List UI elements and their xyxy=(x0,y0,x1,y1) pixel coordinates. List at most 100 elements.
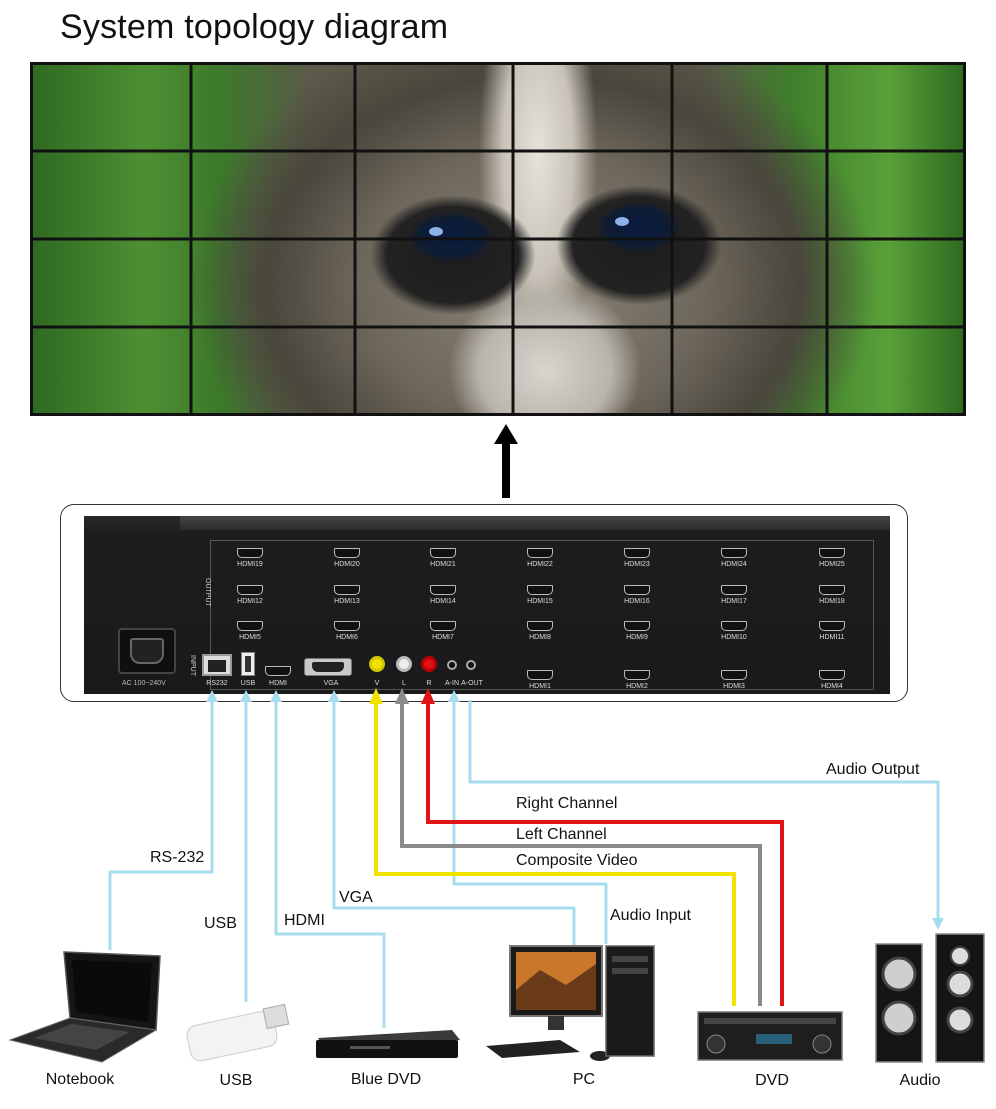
hdmi-port xyxy=(527,670,553,680)
hdmi-port xyxy=(624,670,650,680)
hdmi-port xyxy=(334,621,360,631)
left-audio-jack xyxy=(396,656,412,672)
power-inlet xyxy=(130,638,164,664)
port-label: HDMI22 xyxy=(527,561,553,568)
eye-highlight xyxy=(615,217,629,226)
vga-arrowhead xyxy=(328,690,340,702)
hdmi-port xyxy=(819,621,845,631)
vga-cable xyxy=(332,698,576,946)
audio-in-jack xyxy=(447,660,457,670)
hdmi-port xyxy=(624,621,650,631)
composite-video-arrowhead xyxy=(369,688,383,704)
device-label-notebook: Notebook xyxy=(45,1071,115,1088)
device-label-dvd: DVD xyxy=(755,1072,789,1089)
output-panel xyxy=(210,540,874,690)
port-label: HDMI21 xyxy=(430,561,456,568)
hdmi-arrowhead xyxy=(270,690,282,702)
rs232-cable xyxy=(108,698,214,950)
left-channel-cable-label: Left Channel xyxy=(516,826,607,843)
hdmi-cable-label: HDMI xyxy=(284,912,325,929)
hdmi-port xyxy=(334,585,360,595)
hdmi-port xyxy=(819,548,845,558)
port-label: HDMI6 xyxy=(336,634,358,641)
vga-port xyxy=(304,658,352,676)
bluray-player-icon xyxy=(316,1030,460,1058)
audio-input-cable xyxy=(452,698,608,944)
port-label: L xyxy=(402,680,406,687)
audio-output-cable-label: Audio Output xyxy=(826,761,920,778)
hdmi-port xyxy=(334,548,360,558)
device-label-pc: PC xyxy=(572,1071,596,1088)
port-label: HDMI1 xyxy=(529,683,551,690)
port-label: R xyxy=(426,680,432,687)
audio-input-cable-label: Audio Input xyxy=(610,907,691,924)
port-label: A-IN xyxy=(445,680,459,687)
chassis-top-edge xyxy=(180,516,890,530)
hdmi-port xyxy=(819,670,845,680)
left-channel-arrowhead xyxy=(395,688,409,704)
port-label: HDMI17 xyxy=(721,598,747,605)
port-label: HDMI15 xyxy=(527,598,553,605)
port-label: HDMI xyxy=(269,680,287,687)
port-label: HDMI18 xyxy=(819,598,845,605)
port-label: HDMI8 xyxy=(529,634,551,641)
eye-highlight xyxy=(429,227,443,236)
port-label: HDMI2 xyxy=(626,683,648,690)
hdmi-port xyxy=(237,621,263,631)
hdmi-port xyxy=(624,548,650,558)
hdmi-port xyxy=(237,548,263,558)
port-label: HDMI11 xyxy=(819,634,845,641)
port-label: HDMI13 xyxy=(334,598,360,605)
port-label: HDMI20 xyxy=(334,561,360,568)
port-label: HDMI24 xyxy=(721,561,747,568)
port-label: HDMI16 xyxy=(624,598,650,605)
hdmi-port xyxy=(721,621,747,631)
hdmi-port xyxy=(624,585,650,595)
vga-cable-label: VGA xyxy=(339,889,373,906)
audio-input-arrowhead xyxy=(448,690,460,702)
audio-output-arrowhead xyxy=(932,918,944,930)
composite-video-jack xyxy=(369,656,385,672)
diagram-title: System topology diagram xyxy=(60,8,449,46)
device-frame xyxy=(60,504,908,702)
hdmi-port xyxy=(721,670,747,680)
av-receiver-icon xyxy=(697,1011,843,1061)
hdmi-port xyxy=(430,621,456,631)
pc-icon xyxy=(486,945,655,1061)
port-label: HDMI10 xyxy=(721,634,747,641)
device-label-blue-dvd: Blue DVD xyxy=(350,1071,422,1088)
port-label: HDMI3 xyxy=(723,683,745,690)
hdmi-port xyxy=(721,548,747,558)
right-channel-cable xyxy=(426,700,784,1006)
usb-port xyxy=(241,652,255,676)
video-wall xyxy=(30,62,966,416)
port-label: VGA xyxy=(323,680,339,687)
usb-dongle-icon xyxy=(186,1003,290,1062)
port-label: HDMI9 xyxy=(626,634,648,641)
hdmi-port xyxy=(819,585,845,595)
usb-arrowhead xyxy=(240,690,252,702)
up-arrow-icon xyxy=(494,424,518,498)
port-label: HDMI23 xyxy=(624,561,650,568)
hdmi-port xyxy=(721,585,747,595)
left-channel-cable xyxy=(400,700,762,1006)
port-label: HDMI25 xyxy=(819,561,845,568)
rs232-arrowhead xyxy=(206,690,218,702)
usb-cable-label: USB xyxy=(204,915,237,932)
audio-output-cable xyxy=(468,700,940,918)
hdmi-port xyxy=(527,621,553,631)
hdmi-cable xyxy=(274,698,386,1028)
composite-video-cable-label: Composite Video xyxy=(516,852,638,869)
port-label: V xyxy=(374,680,380,687)
port-label: HDMI4 xyxy=(821,683,843,690)
power-label: AC 100~240V xyxy=(122,680,166,687)
hdmi-port xyxy=(430,548,456,558)
hdmi-port xyxy=(430,585,456,595)
hdmi-input-port xyxy=(265,666,291,676)
speakers-icon xyxy=(875,933,985,1063)
hdmi-port xyxy=(527,585,553,595)
rs232-port xyxy=(202,654,232,676)
port-label: USB xyxy=(240,680,256,687)
device-label-usb: USB xyxy=(219,1072,253,1089)
port-label: HDMI19 xyxy=(237,561,263,568)
